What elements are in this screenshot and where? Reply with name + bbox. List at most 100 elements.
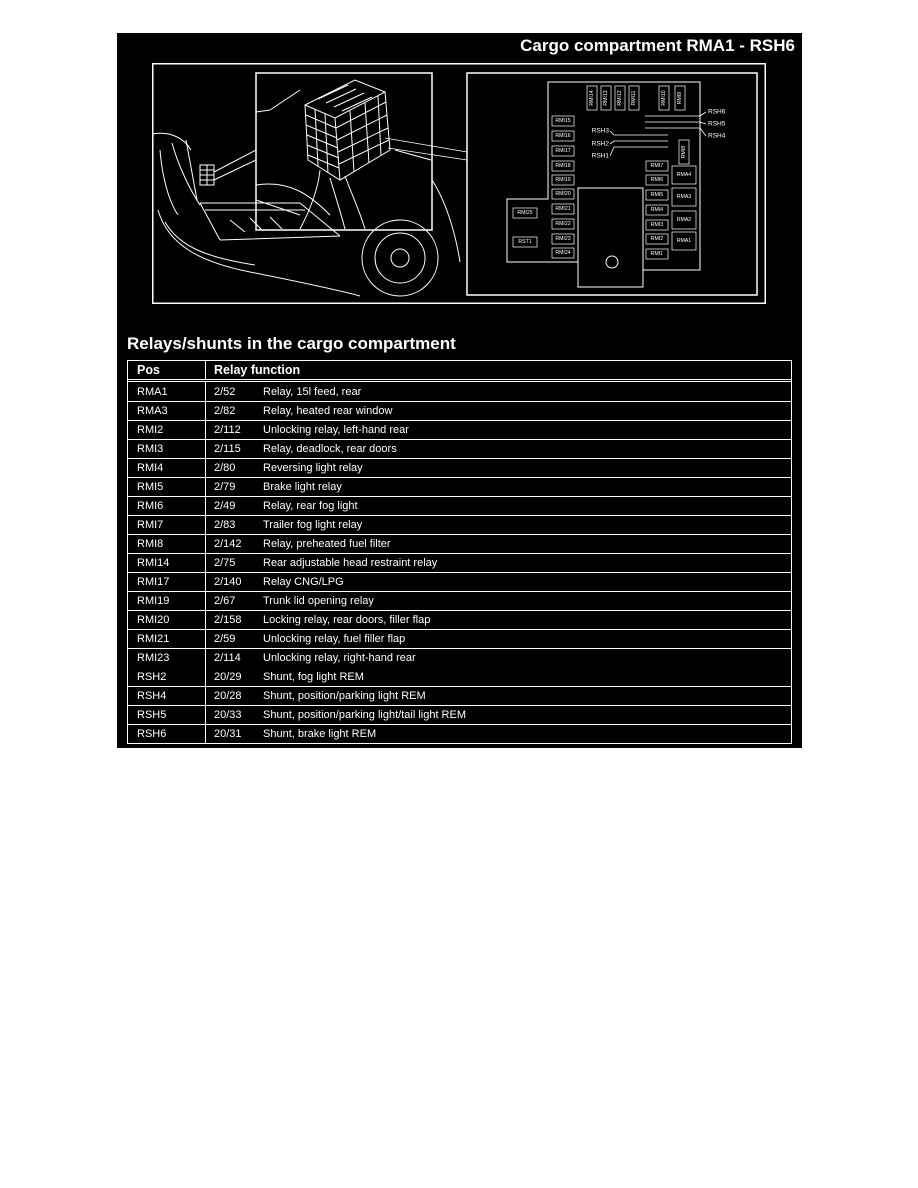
relay-slot-top-4-box bbox=[658, 85, 670, 111]
cell-code: 2/112 bbox=[214, 424, 241, 436]
relay-slot-right-1: RMI6 bbox=[645, 174, 669, 186]
cell-code: 2/80 bbox=[214, 462, 236, 474]
cell-pos: RMI4 bbox=[128, 459, 206, 477]
closeup-right-grid bbox=[335, 95, 390, 173]
relay-slot-top-3: RMI11 bbox=[628, 85, 640, 111]
cell-code: 2/75 bbox=[214, 557, 236, 569]
cell-pos: RSH4 bbox=[128, 687, 206, 705]
cell-pos: RMI2 bbox=[128, 421, 206, 439]
spare-wheel-outer bbox=[361, 219, 439, 297]
relay-slot-top-5: RMI9 bbox=[674, 85, 686, 111]
relay-slot-left-4: RMI19 bbox=[551, 174, 575, 186]
car-trunk-illustration bbox=[152, 132, 461, 297]
cell-code: 2/114 bbox=[214, 652, 241, 664]
cell-code: 20/29 bbox=[214, 670, 242, 683]
relay-slot-extension-1-text: RST1 bbox=[518, 239, 531, 245]
relay-slot-left-0-box bbox=[551, 115, 575, 127]
relay-slot-left-1: RMI16 bbox=[551, 130, 575, 142]
relay-slot-top-0: RMI14 bbox=[586, 85, 598, 111]
spare-wheel-inner bbox=[374, 232, 426, 284]
cell-pos: RMI6 bbox=[128, 497, 206, 515]
relay-slot-right-6: RMI1 bbox=[645, 248, 669, 260]
pointer-to-layout bbox=[384, 137, 468, 161]
relay-slot-left-0: RMI15 bbox=[551, 115, 575, 127]
body-outer-line bbox=[159, 149, 179, 216]
cell-code: 20/33 bbox=[214, 709, 242, 721]
relay-slot-right-1-box bbox=[645, 174, 669, 186]
closeup-left-grid bbox=[305, 108, 340, 174]
cell-pos: RMI5 bbox=[128, 478, 206, 496]
cell-code: 2/52 bbox=[214, 385, 236, 398]
relay-slot-left-8-text: RMI23 bbox=[555, 236, 570, 242]
relay-slot-left-5-box bbox=[551, 188, 575, 200]
relay-slot-side: RMI8 bbox=[678, 139, 690, 165]
cell-description: Trunk lid opening relay bbox=[263, 595, 374, 607]
relay-slot-top-0-box bbox=[586, 85, 598, 111]
fuse-box-layout-frame bbox=[466, 72, 758, 296]
cell-description: Relay, rear fog light bbox=[263, 500, 358, 512]
cell-pos: RMI7 bbox=[128, 516, 206, 534]
shunt-label-left-0: RSH3 bbox=[592, 128, 610, 135]
relay-slot-rma-3: RMA1 bbox=[671, 231, 697, 251]
relay-slot-rma-3-box bbox=[671, 231, 697, 251]
right-shunt-bars bbox=[645, 115, 700, 129]
relay-slot-left-8-box bbox=[551, 233, 575, 245]
shunt-label-right-1: RSH5 bbox=[708, 121, 726, 128]
relay-slot-rma-3-text: RMA1 bbox=[677, 238, 692, 244]
relay-slot-extension-0-box bbox=[512, 207, 538, 219]
relay-slot-rma-2: RMA2 bbox=[671, 210, 697, 230]
cell-code: 2/82 bbox=[214, 405, 236, 417]
cell-code: 2/158 bbox=[214, 614, 242, 626]
cell-code: 20/28 bbox=[214, 690, 242, 702]
relay-slot-rma-1-text: RMA3 bbox=[677, 194, 692, 200]
relay-slot-right-6-box bbox=[645, 248, 669, 260]
cell-pos: RSH6 bbox=[128, 725, 206, 743]
relay-slot-rma-1-box bbox=[671, 187, 697, 207]
cell-description: Rear adjustable head restraint relay bbox=[263, 557, 438, 569]
relay-slot-top-0-text: RMI14 bbox=[589, 90, 595, 105]
relay-slot-rma-0-box bbox=[671, 165, 697, 185]
cell-code: 2/59 bbox=[214, 633, 236, 645]
fuse-box-outline bbox=[506, 81, 701, 288]
relay-slot-right-2-text: RMI5 bbox=[651, 192, 664, 198]
relay-slot-top-1-box bbox=[600, 85, 612, 111]
fuse-box-closeup bbox=[255, 79, 432, 230]
right-shunt-leaders bbox=[699, 111, 707, 137]
relay-slot-left-5-text: RMI20 bbox=[555, 191, 570, 197]
header-pos: Pos bbox=[128, 361, 206, 379]
cell-description: Shunt, position/parking light/tail light… bbox=[263, 709, 466, 721]
relay-slot-right-5-box bbox=[645, 233, 669, 245]
shunt-label-left-2: RSH1 bbox=[592, 153, 610, 160]
relay-slot-left-7: RMI22 bbox=[551, 218, 575, 230]
closeup-body-lines bbox=[255, 89, 432, 216]
cell-pos: RSH2 bbox=[128, 667, 206, 686]
shunt-lines bbox=[609, 111, 707, 157]
relay-slot-top-5-box bbox=[674, 85, 686, 111]
left-shunt-bars bbox=[614, 134, 668, 148]
cell-code: 2/115 bbox=[214, 443, 241, 455]
relay-slot-left-1-text: RMI16 bbox=[555, 133, 570, 139]
closeup-relays bbox=[317, 84, 373, 112]
relay-slot-top-3-text: RMI11 bbox=[631, 90, 637, 105]
cell-description: Brake light relay bbox=[263, 481, 342, 493]
relay-slot-left-3-text: RMI18 bbox=[555, 163, 570, 169]
cell-description: Unlocking relay, fuel filler flap bbox=[263, 633, 406, 645]
cell-description: Locking relay, rear doors, filler flap bbox=[263, 614, 431, 626]
relay-slot-left-9-box bbox=[551, 247, 575, 259]
fuse-box-in-car-grid bbox=[200, 165, 214, 185]
relay-slot-left-2: RMI17 bbox=[551, 145, 575, 157]
left-shunt-leaders bbox=[609, 130, 615, 157]
relay-slot-extension-0: RMI25 bbox=[512, 207, 538, 219]
